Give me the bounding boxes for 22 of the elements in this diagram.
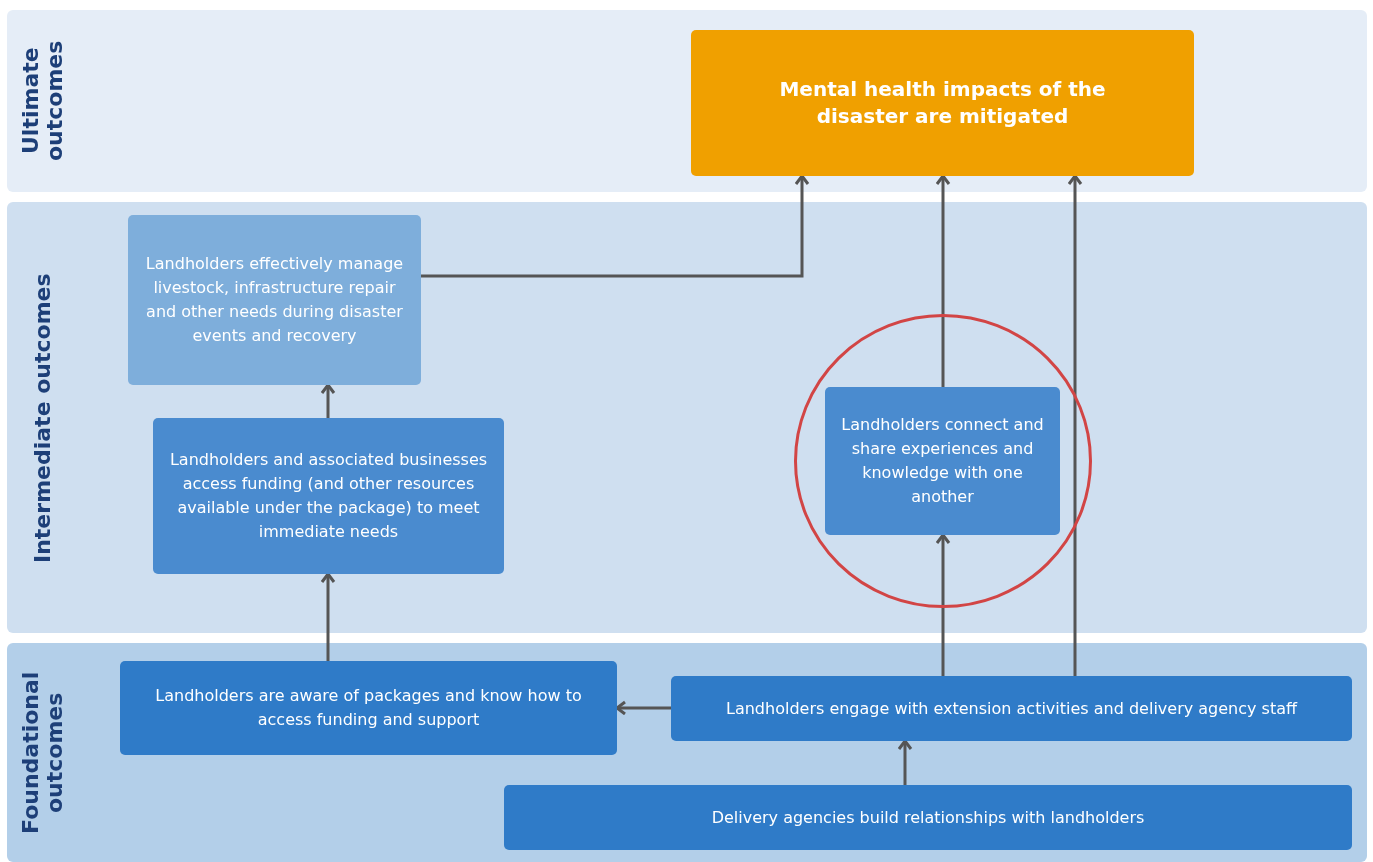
outcome-band: [7, 10, 1367, 192]
outcome-box: Landholders effectively manage livestock, infrastructure repair and other needs during disaster events and recovery: [128, 215, 421, 385]
arrow: [897, 739, 913, 785]
outcome-box: Landholders and associated businesses access funding (and other resources available under the package) to meet immediate needs: [153, 418, 504, 574]
outcome-box: Delivery agencies build relationships with landholders: [504, 785, 1352, 850]
outcome-band: [7, 643, 1367, 862]
highlight-circle: [794, 314, 1092, 608]
arrow: [1067, 174, 1083, 676]
outcome-box: Landholders connect and share experiences and knowledge with one another: [825, 387, 1060, 535]
arrow: [320, 383, 336, 418]
band-heading: Intermediate outcomes: [30, 271, 56, 565]
outcome-box: Landholders engage with extension activities and delivery agency staff: [671, 676, 1352, 741]
outcome-band: [7, 202, 1367, 633]
arrow: [421, 174, 810, 278]
band-heading: Ultimate outcomes: [18, 39, 68, 164]
arrow: [320, 572, 336, 661]
arrow: [615, 700, 671, 716]
arrow: [935, 533, 951, 676]
arrow: [935, 174, 951, 387]
outcome-box: Mental health impacts of the disaster are mitigated: [691, 30, 1194, 176]
outcome-box: Landholders are aware of packages and know how to access funding and support: [120, 661, 617, 755]
band-heading: Foundational outcomes: [18, 670, 68, 836]
